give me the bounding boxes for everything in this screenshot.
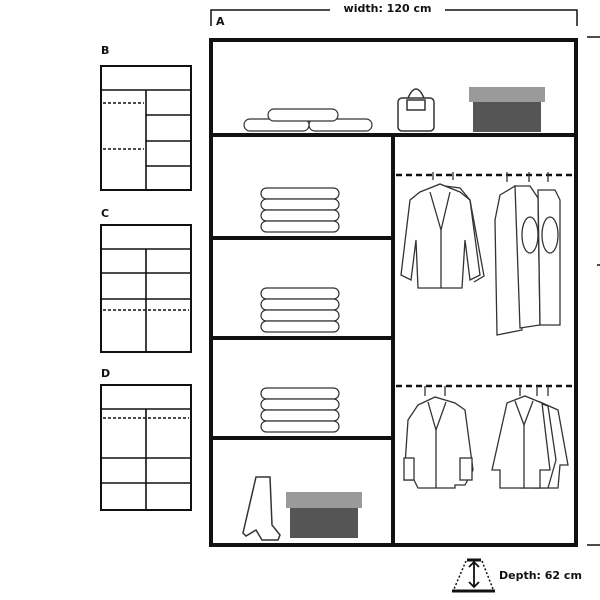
wardrobe-b (100, 65, 192, 191)
height-dimension (587, 36, 600, 546)
wardrobe-d (100, 384, 192, 511)
wardrobe-c (100, 224, 192, 353)
variant-label-b: B (101, 44, 110, 57)
sweater-icon (494, 172, 561, 336)
variant-label-a: A (216, 15, 225, 28)
jacket-icon (400, 172, 485, 289)
folded-clothes-icon (260, 287, 340, 333)
width-label: width: 120 cm (343, 2, 432, 15)
folded-clothes-icon (260, 187, 340, 233)
folded-clothes-icon (260, 387, 340, 433)
coat-icon (491, 386, 569, 489)
wardrobe-a (209, 38, 578, 547)
folded-clothes-icon (243, 108, 373, 132)
handbag-icon (397, 88, 435, 132)
depth-icon (452, 558, 495, 593)
coat-icon (403, 386, 474, 489)
storage-box-icon (286, 492, 362, 538)
storage-box-icon (469, 87, 545, 132)
boot-icon (242, 476, 281, 541)
variant-label-d: D (101, 367, 111, 380)
variant-label-c: C (101, 207, 110, 220)
width-dimension (210, 9, 578, 26)
depth-label: Depth: 62 cm (499, 569, 582, 582)
